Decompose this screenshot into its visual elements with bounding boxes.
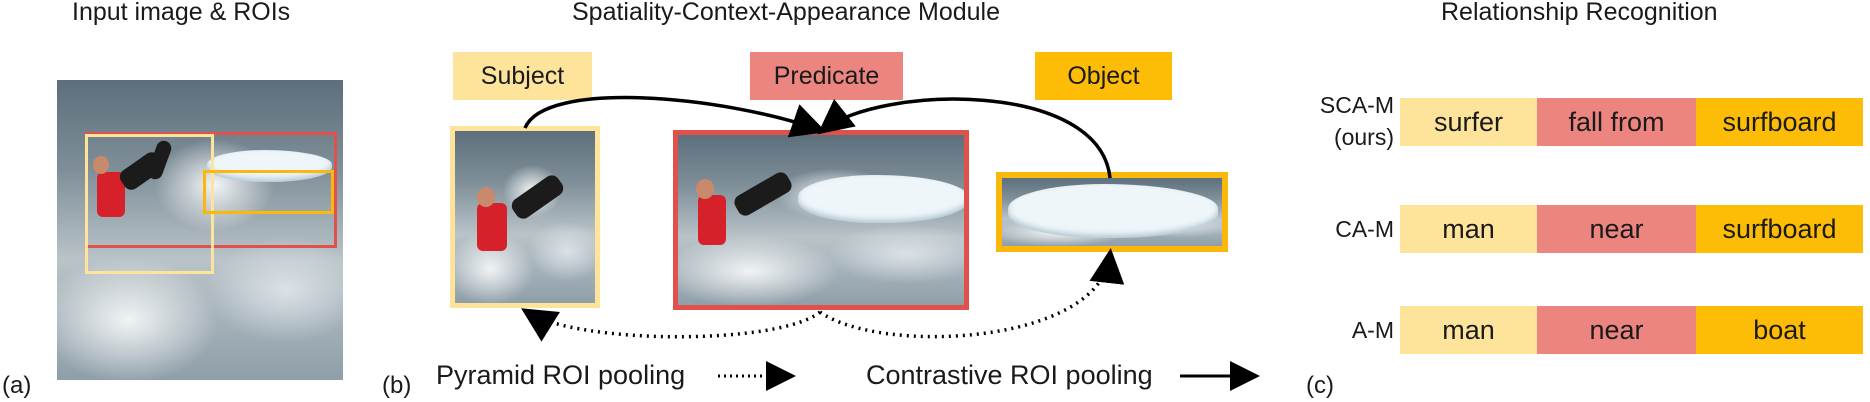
predicate-tag: Predicate	[750, 52, 903, 100]
object-crop	[996, 172, 1228, 252]
relation-predicate-cell: near	[1537, 205, 1696, 253]
row-model-label: CA-M	[1335, 216, 1394, 242]
object-tag: Object	[1035, 52, 1172, 100]
object-to-predicate-arrow	[817, 97, 1112, 179]
row-model-note: (ours)	[1333, 124, 1394, 150]
object-crop-board	[1008, 184, 1218, 238]
panel-b-title: Spatiality-Context-Appearance Module	[572, 0, 1001, 26]
relation-object-cell: boat	[1696, 306, 1863, 354]
predicate-to-subject-dotted-arrow	[521, 308, 822, 342]
relation-predicate-cell: near	[1537, 306, 1696, 354]
relation-object-cell: surfboard	[1696, 205, 1863, 253]
row-model-label: A-M	[1351, 317, 1394, 343]
subject-crop-head	[477, 187, 495, 207]
panel-a-title: Input image & ROIs	[72, 0, 291, 26]
predicate-crop	[673, 130, 969, 310]
predicate-crop-head	[696, 179, 714, 199]
predicate-crop-board	[798, 175, 964, 223]
row-model-label: SCA-M	[1319, 92, 1394, 118]
roi-subject-box	[85, 134, 214, 274]
relation-subject-cell: surfer	[1400, 98, 1537, 146]
subject-to-predicate-arrow	[523, 95, 827, 138]
surfboard-shape	[207, 150, 332, 182]
subject-crop-shirt	[477, 203, 507, 251]
input-image	[57, 80, 343, 380]
panel-b-tag: (b)	[382, 372, 412, 399]
panel-c-tag: (c)	[1306, 372, 1334, 399]
roi-object-box	[203, 170, 334, 214]
panel-a-tag: (a)	[2, 372, 32, 399]
relation-object-cell: surfboard	[1696, 98, 1863, 146]
predicate-to-object-dotted-arrow	[818, 248, 1125, 339]
predicate-crop-shirt	[698, 195, 726, 245]
relation-predicate-cell: fall from	[1537, 98, 1696, 146]
legend-solid-label: Contrastive ROI pooling	[866, 360, 1153, 390]
surfer-head-shape	[93, 156, 109, 174]
panel-c-title: Relationship Recognition	[1441, 0, 1718, 26]
relation-subject-cell: man	[1400, 205, 1537, 253]
subject-tag: Subject	[453, 52, 592, 100]
subject-crop	[450, 126, 600, 308]
relation-subject-cell: man	[1400, 306, 1537, 354]
legend-dotted-label: Pyramid ROI pooling	[436, 360, 686, 390]
